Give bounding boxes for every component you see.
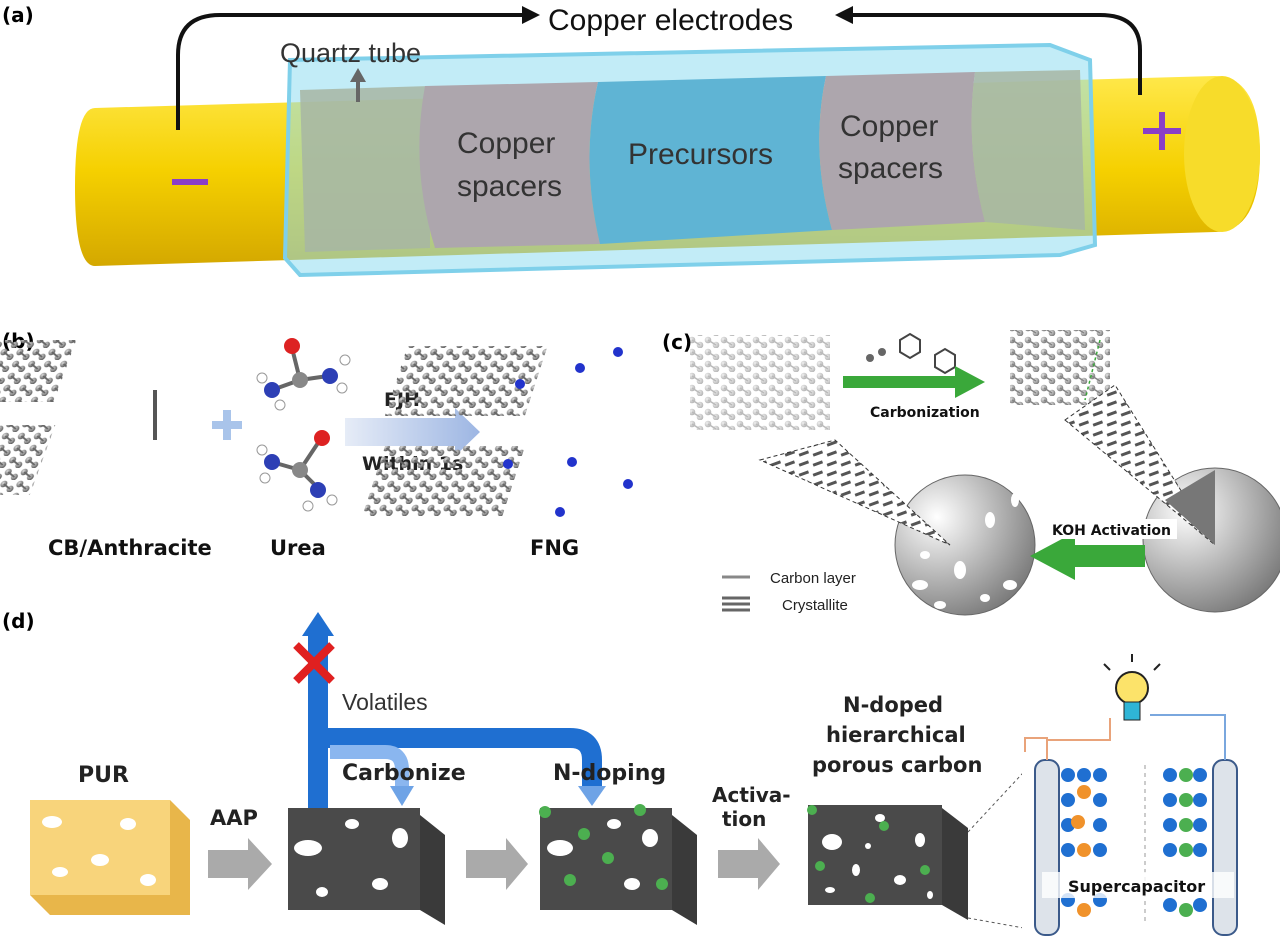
- panel-d: (d) Volatiles Carbonize N-doping PUR AAP: [2, 609, 1280, 942]
- wire-negative: [1150, 714, 1226, 760]
- blocked-cross: [293, 642, 335, 684]
- crystallite-swatch: [722, 596, 750, 612]
- porous-carbon-block: [807, 805, 968, 920]
- aap-label: AAP: [210, 806, 258, 830]
- sphere-cutout: [1165, 470, 1215, 545]
- ions-left: [1061, 768, 1107, 917]
- cb-anthracite-molecule: [0, 340, 157, 495]
- title-line3: porous carbon: [812, 753, 982, 777]
- spacer-left-line1: Copper: [457, 127, 555, 160]
- tion-label: tion: [722, 807, 766, 831]
- aap-arrow: [208, 838, 272, 890]
- tube-fill-right: [971, 70, 1085, 230]
- spacer-left: [419, 82, 600, 248]
- carbonization-arrow: [843, 366, 985, 398]
- koh-arrow: [1030, 532, 1145, 580]
- activation-arrow: [718, 838, 780, 890]
- wire-right: [850, 13, 1142, 95]
- carbonize-flow: [330, 745, 409, 790]
- ions-right: [1163, 768, 1207, 917]
- volatiles-label: Volatiles: [342, 689, 428, 715]
- precursor-zone: [589, 76, 832, 244]
- fng-label: FNG: [530, 536, 579, 560]
- carbonization-label: Carbonization: [870, 405, 980, 421]
- koh-label: KOH Activation: [1052, 523, 1171, 539]
- panel-c-label: (c): [662, 330, 692, 354]
- rod-end-cap: [1184, 76, 1260, 232]
- volatile-arrowhead: [302, 612, 334, 636]
- right-electrode: [1212, 759, 1238, 936]
- quartz-pointer-head: [350, 68, 366, 82]
- ndoping-label: N-doping: [553, 761, 666, 786]
- wire-positive: [1046, 718, 1111, 748]
- panel-b: (b): [0, 329, 633, 560]
- minus-sign: [172, 179, 208, 185]
- activated-wedge: [758, 439, 951, 546]
- wire-left-arrowhead: [522, 6, 540, 24]
- fng-layers: [362, 346, 633, 517]
- n-doping-flow: [318, 728, 602, 790]
- spacer-right-line2: spacers: [838, 152, 943, 185]
- carbonize-arrowhead: [390, 786, 414, 806]
- precursor-network: [690, 335, 830, 430]
- title-line2: hierarchical: [826, 723, 966, 747]
- carbonize-label: Carbonize: [342, 761, 466, 786]
- panel-d-label: (d): [2, 609, 35, 633]
- n-doping-arrowhead: [578, 786, 606, 806]
- fjh-arrow: [345, 408, 480, 456]
- carbonized-block: [288, 808, 445, 925]
- electrodes-label: Copper electrodes: [548, 4, 793, 37]
- supercap-label: Supercapacitor: [1068, 877, 1205, 896]
- plus-sign-b-v: [223, 410, 231, 440]
- panel-a: (a) Copper electrodes Quartz tube Copper…: [2, 3, 1260, 278]
- urea-label: Urea: [270, 536, 326, 560]
- pur-label: PUR: [78, 763, 129, 788]
- activated-pores: [912, 493, 1019, 609]
- zoom-line: [1084, 339, 1101, 401]
- wire-right-arrowhead: [835, 6, 853, 24]
- spacer-right: [819, 72, 985, 230]
- panel-c: (c) Carbonization KOH Activation: [662, 330, 1280, 616]
- title-line1: N-doped: [843, 693, 943, 717]
- panel-a-label: (a): [2, 3, 34, 27]
- small-aromatics: [866, 332, 956, 375]
- activated-sphere: [894, 474, 1036, 616]
- supercap-label-bg: [1042, 872, 1234, 898]
- wire-left: [176, 13, 525, 130]
- plus-sign-v: [1159, 112, 1165, 150]
- carbon-layer-label: Carbon layer: [770, 570, 856, 587]
- bulb-icon: [1103, 654, 1161, 721]
- graphene-fragments: [1010, 330, 1110, 405]
- doping-arrow: [466, 838, 528, 890]
- tube-fill-left: [300, 86, 430, 252]
- pur-block: [30, 800, 190, 915]
- urea-molecule-bottom: [256, 430, 338, 512]
- spacer-left-line2: spacers: [457, 170, 562, 203]
- quartz-label: Quartz tube: [280, 38, 421, 68]
- zoom-line-top: [967, 759, 1036, 833]
- koh-label-bg: [1045, 519, 1177, 539]
- n-doped-block: [539, 804, 697, 925]
- urea-molecule-top: [256, 338, 351, 411]
- precursors-label: Precursors: [628, 138, 773, 171]
- crystallite-label: Crystallite: [782, 597, 848, 614]
- cb-label: CB/Anthracite: [48, 536, 212, 560]
- activa-label: Activa-: [712, 783, 791, 807]
- supercapacitor: Supercapacitor: [1022, 654, 1280, 942]
- spacer-right-line1: Copper: [840, 110, 938, 143]
- left-electrode: [1034, 759, 1060, 936]
